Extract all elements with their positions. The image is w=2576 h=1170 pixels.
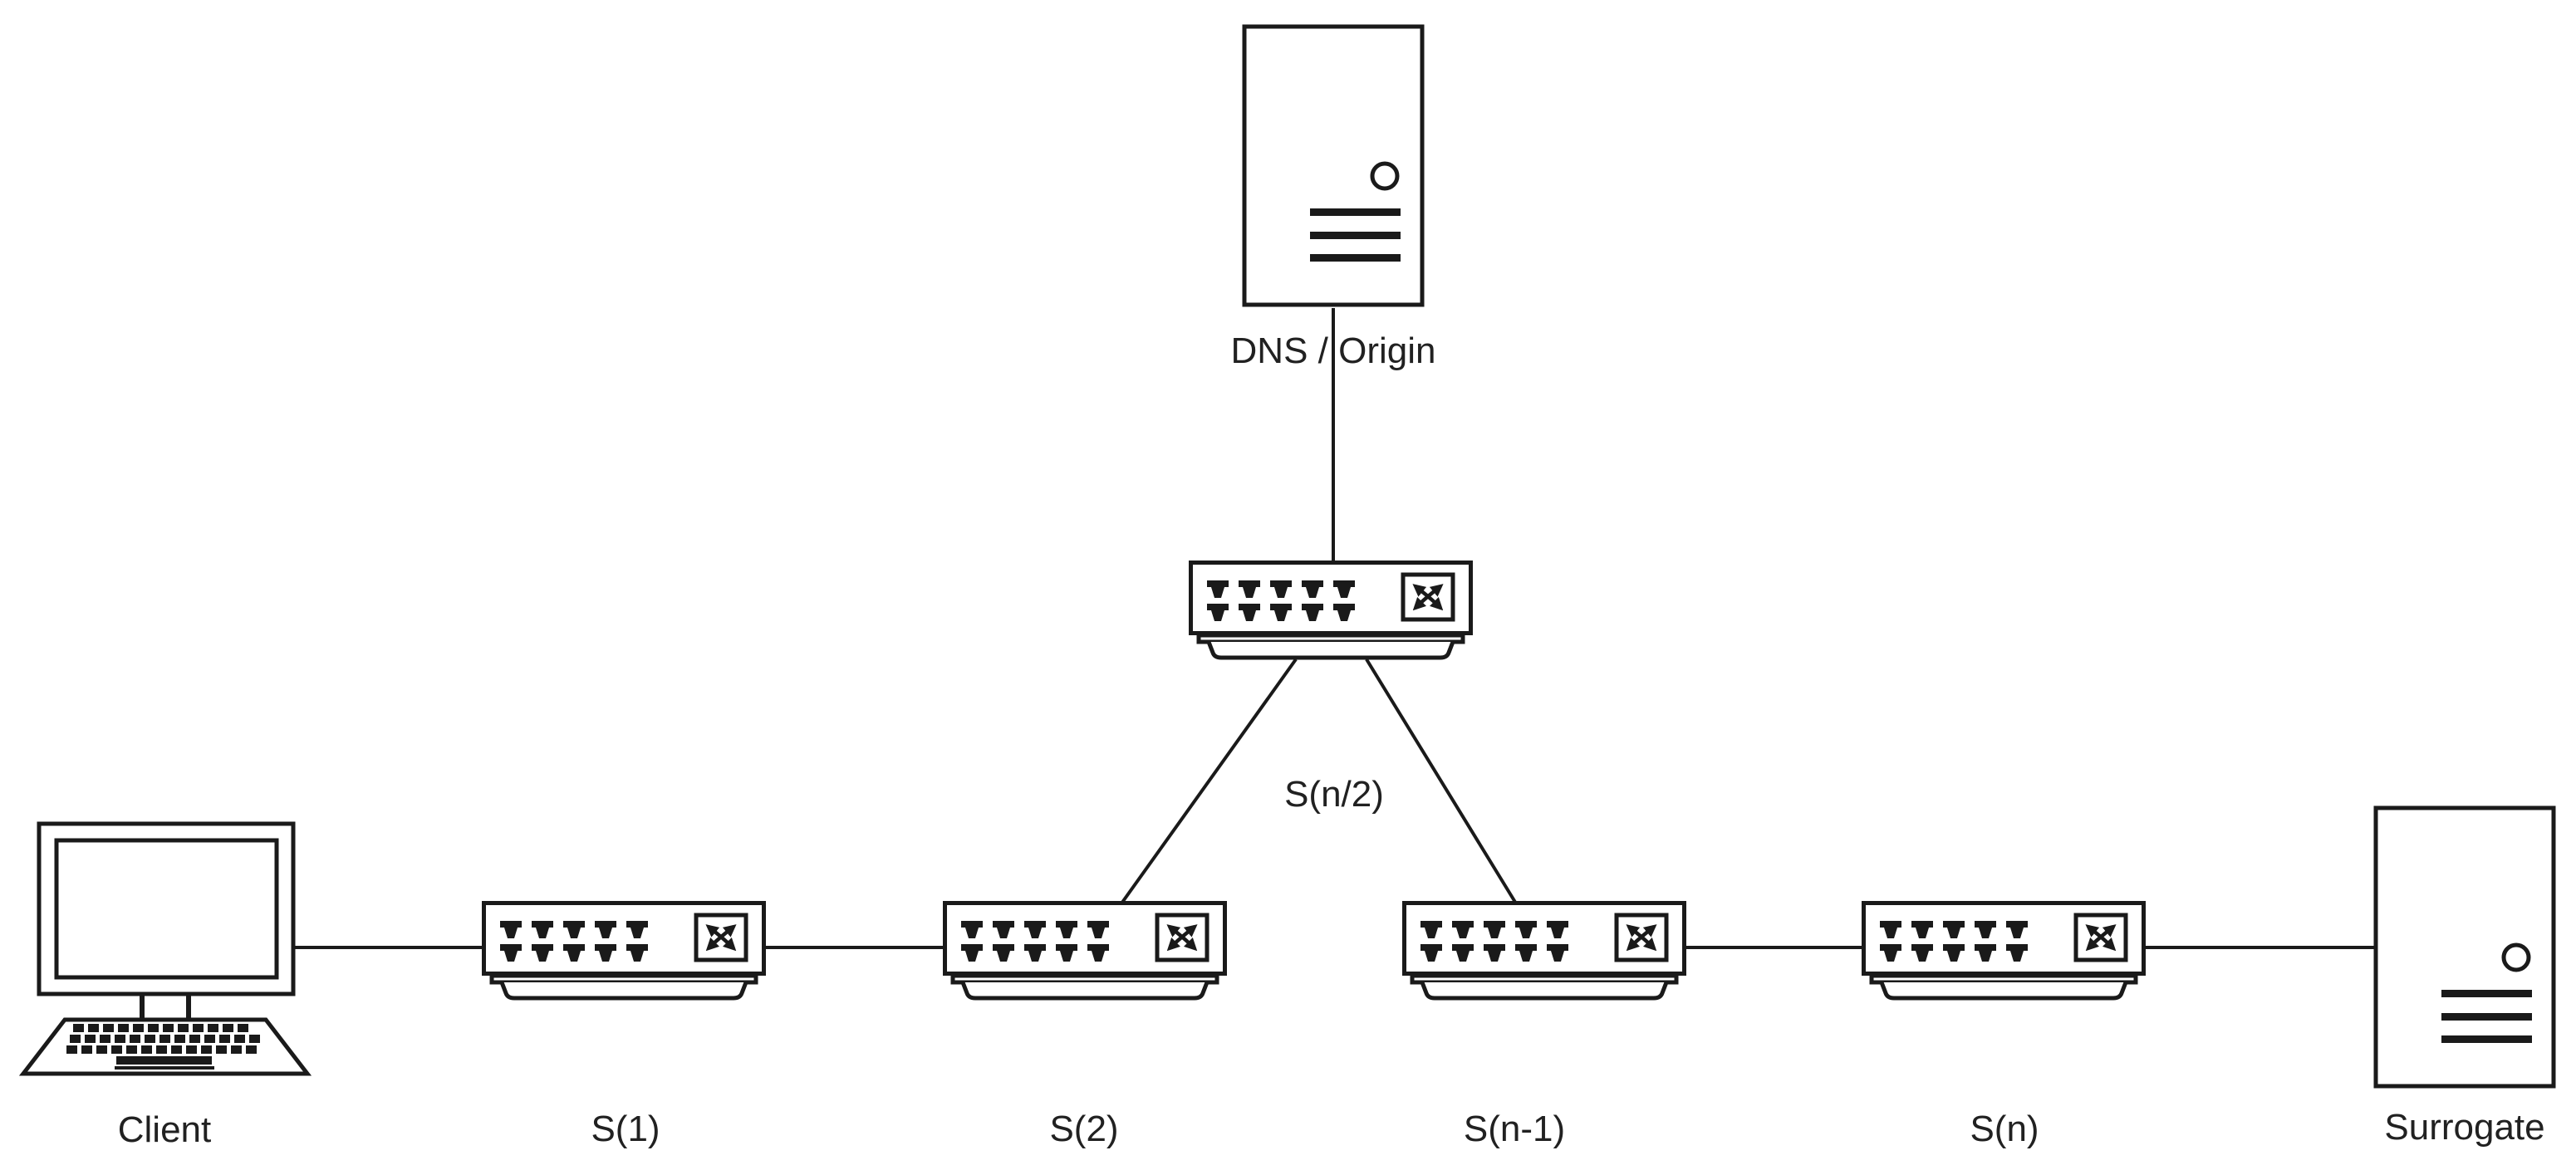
monitor-stand-right <box>186 994 191 1021</box>
monitor-screen <box>54 838 279 980</box>
label-dns-origin: DNS / Origin <box>1231 330 1436 371</box>
label-s2: S(2) <box>1049 1109 1118 1149</box>
link-sn2-s2 <box>1120 658 1298 905</box>
dns-origin-server-icon <box>1244 27 1422 305</box>
label-sn1: S(n-1) <box>1464 1109 1565 1149</box>
surrogate-server-icon <box>2376 808 2554 1086</box>
monitor-stand-left <box>140 994 145 1021</box>
switch-sn1-icon <box>1405 903 1685 999</box>
label-s1: S(1) <box>591 1109 660 1149</box>
label-sn2: S(n/2) <box>1284 774 1384 815</box>
switch-sn2-icon <box>1191 563 1471 658</box>
switch-s1-icon <box>484 903 764 999</box>
switch-s2-icon <box>945 903 1225 999</box>
label-sn: S(n) <box>1970 1109 2039 1149</box>
switch-sn-icon <box>1864 903 2144 999</box>
link-sn2-sn1 <box>1365 658 1518 905</box>
label-client: Client <box>118 1109 212 1150</box>
client-computer-icon <box>18 821 312 1076</box>
keyboard-keys <box>66 1024 260 1070</box>
label-surrogate: Surrogate <box>2384 1107 2544 1148</box>
links <box>293 308 2377 949</box>
